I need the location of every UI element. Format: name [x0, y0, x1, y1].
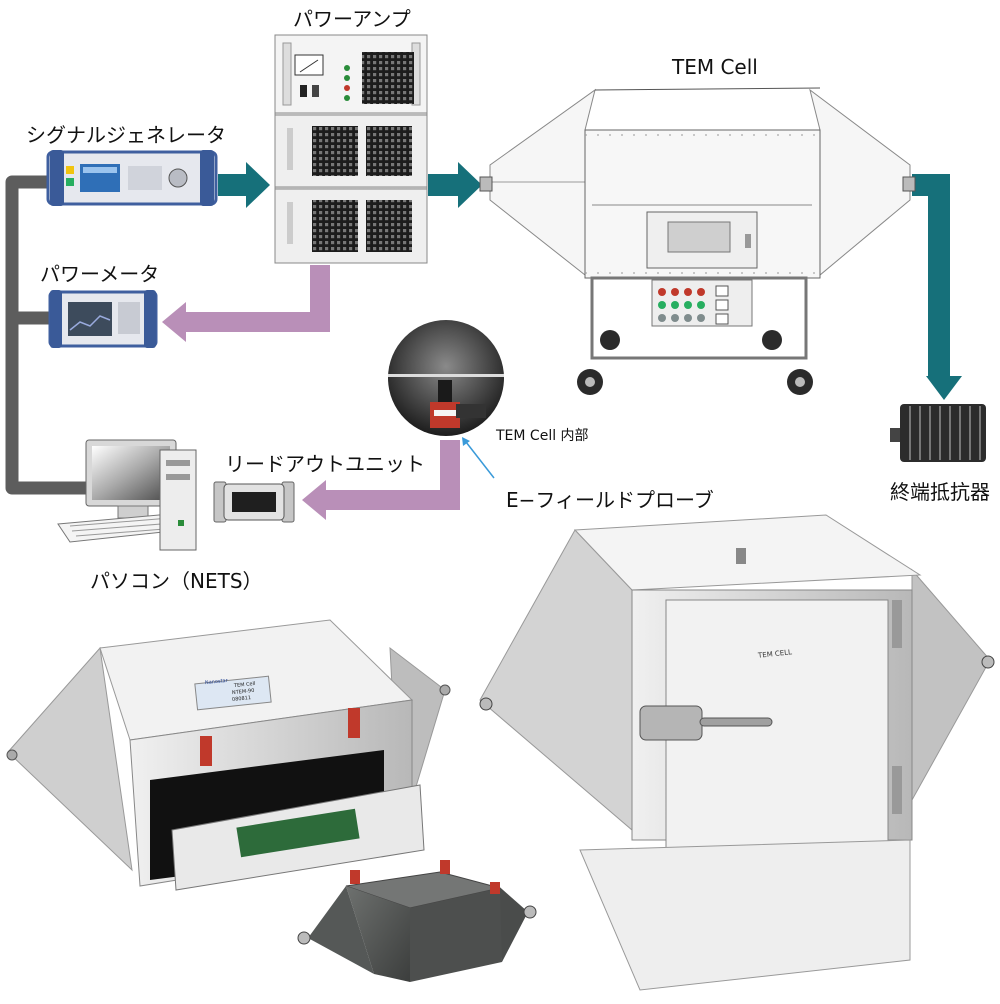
probe-callout-line [465, 441, 495, 479]
pc [57, 439, 197, 551]
label-tem-cell: TEM Cell [672, 55, 758, 79]
label-pc: パソコン（NETS） [90, 569, 263, 593]
rf-path-arrows [218, 162, 962, 400]
photo-tem-cell-open [6, 619, 451, 891]
measurement-arrows [162, 265, 460, 520]
power-meter [48, 290, 158, 348]
label-terminator: 終端抵抗器 [890, 480, 990, 504]
label-e-field-probe: E−フィールドプローブ [506, 488, 714, 512]
photo-tem-cell-large [479, 514, 995, 991]
tem-cell-diagram [479, 87, 916, 395]
probe-callout-arrowhead [462, 437, 470, 446]
label-tem-cell-inside: TEM Cell 内部 [496, 428, 589, 444]
control-cable [5, 175, 86, 495]
terminator [890, 404, 986, 462]
probe-closeup [388, 320, 504, 436]
label-power-meter: パワーメータ [40, 262, 160, 286]
label-signal-generator: シグナルジェネレータ [26, 123, 226, 147]
power-amplifier [274, 34, 428, 264]
signal-generator [46, 150, 218, 206]
label-readout-unit: リードアウトユニット [225, 452, 425, 476]
label-power-amp: パワーアンプ [293, 7, 411, 31]
readout-unit [213, 481, 295, 523]
photo-small-tem-cell [297, 860, 537, 982]
